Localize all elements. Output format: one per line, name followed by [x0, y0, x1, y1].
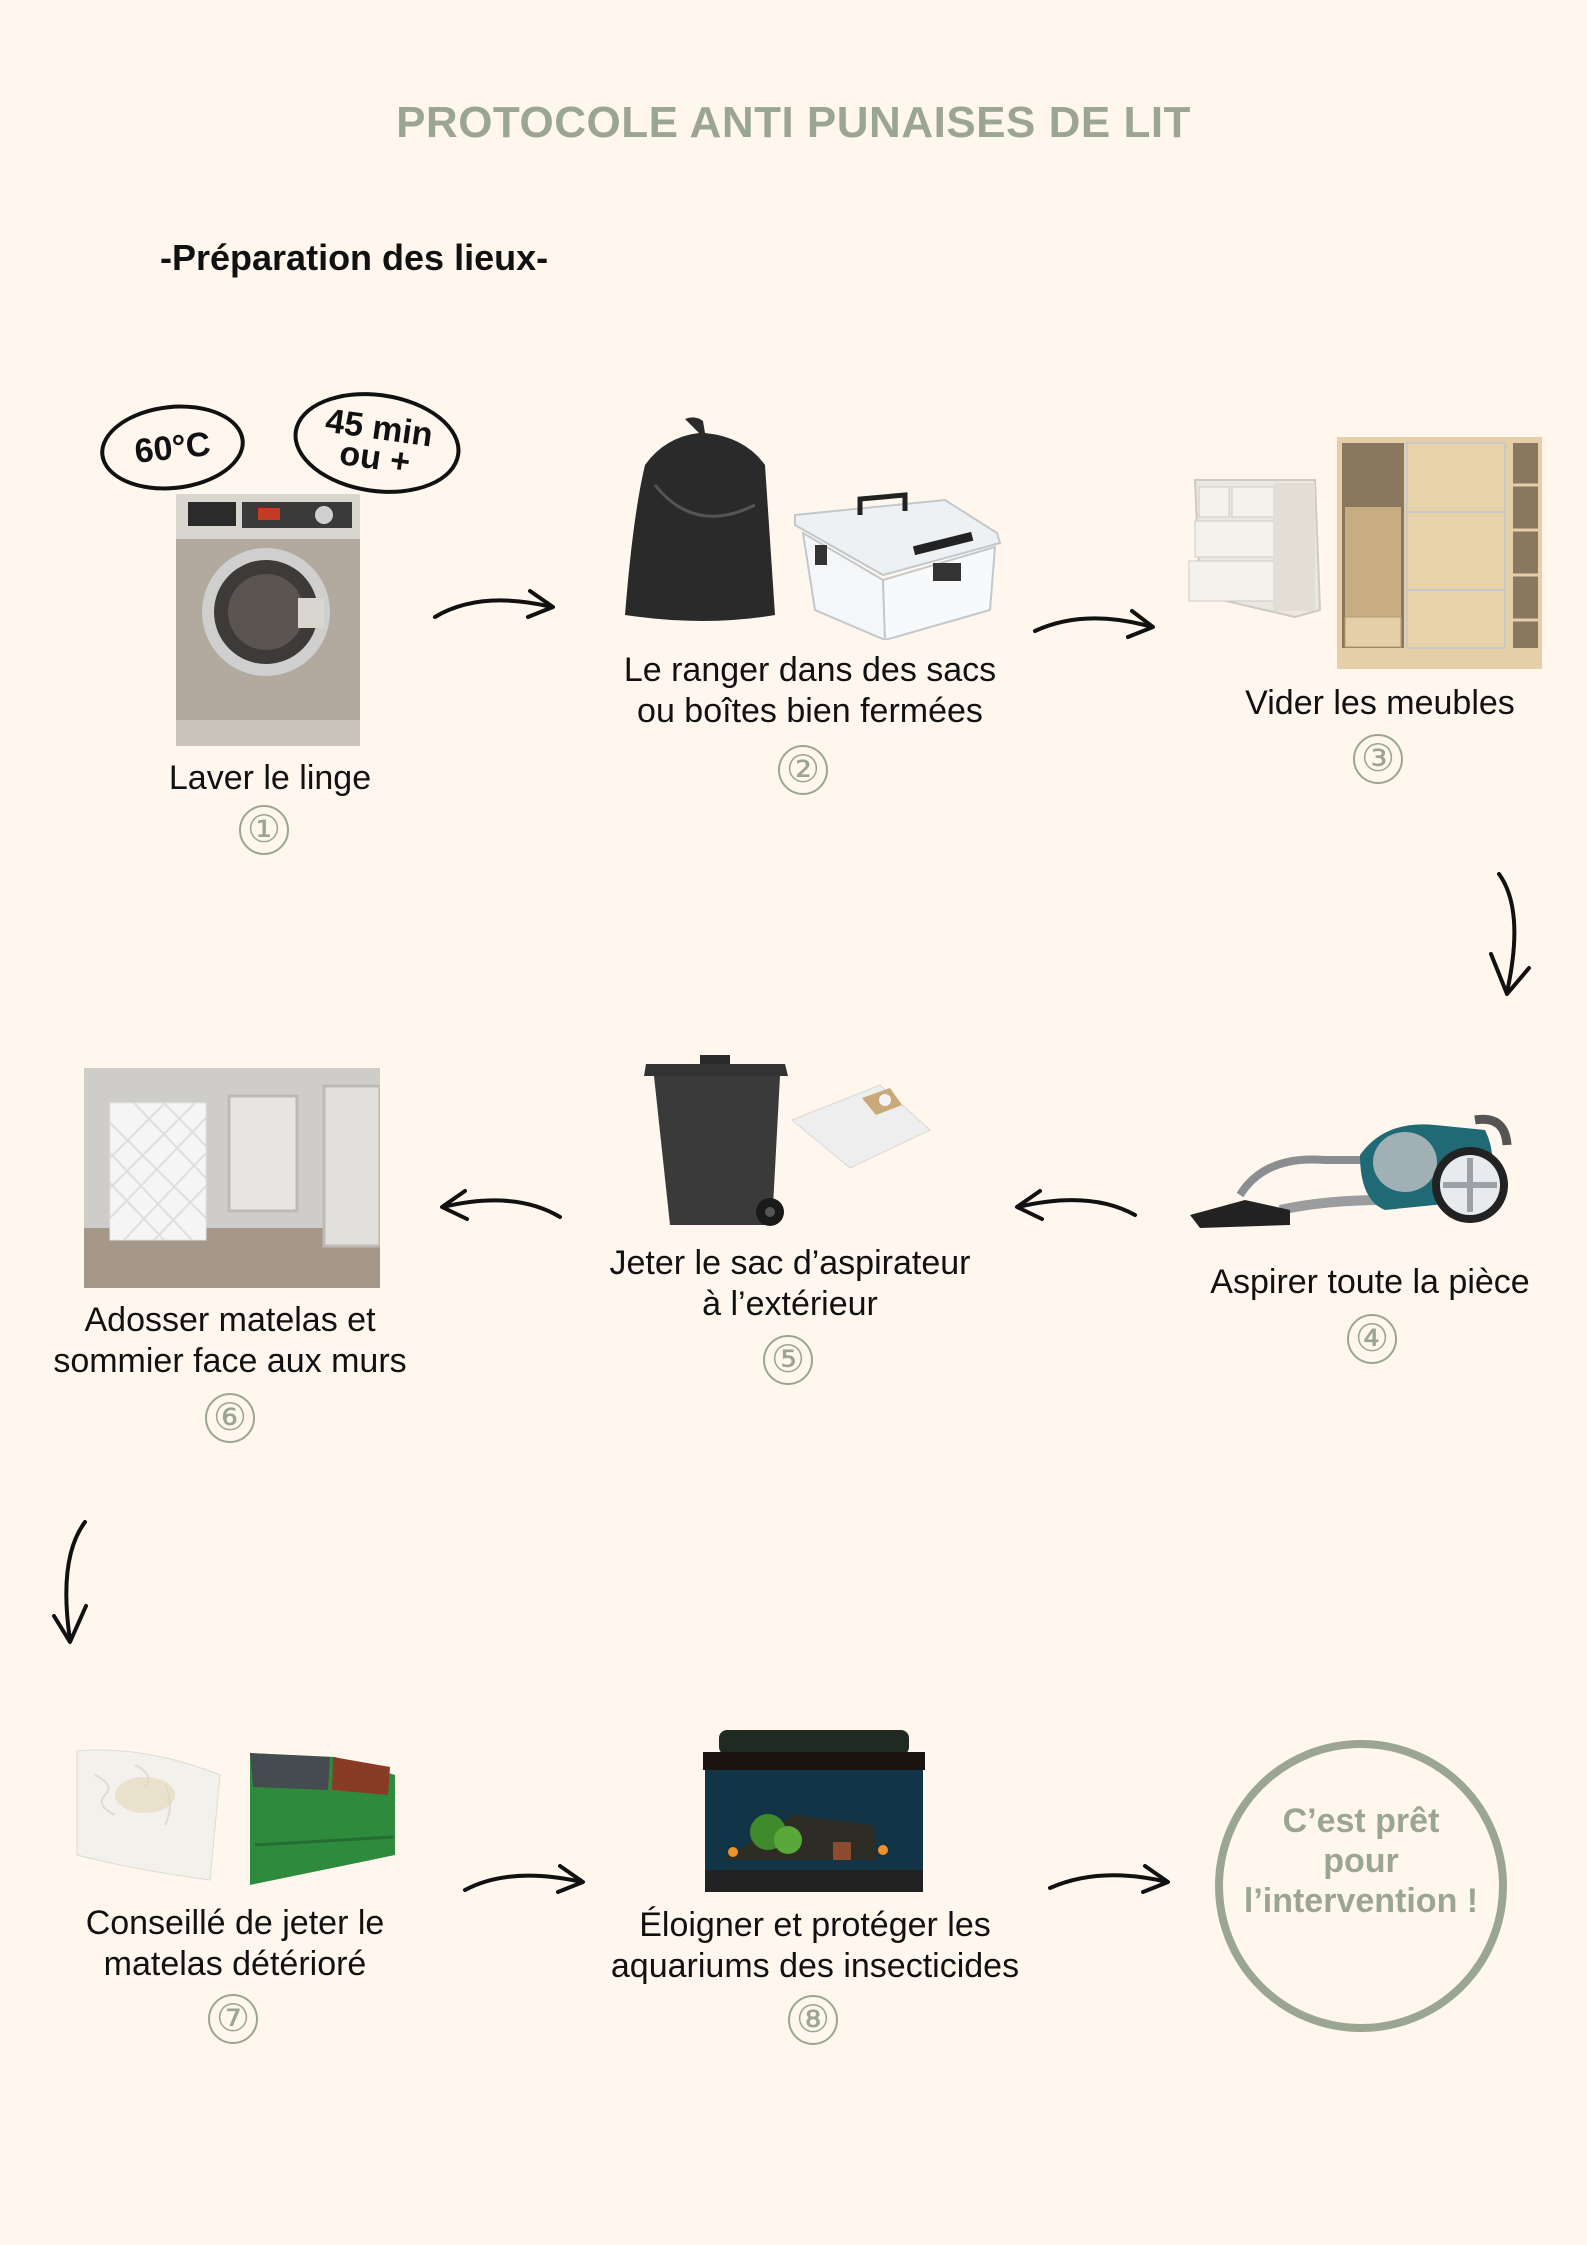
washing-machine-image [176, 494, 360, 746]
final-line-1: C’est prêt pour [1282, 1802, 1440, 1880]
step-caption-line: Laver le linge [168, 759, 372, 797]
arrow-right-icon [463, 1864, 585, 1894]
step-caption-line: Jeter le sac d’aspirateur [609, 1244, 971, 1282]
step-6-caption: Adosser matelas et sommier face aux murs [40, 1300, 420, 1382]
vacuum-cleaner-image [1190, 1114, 1512, 1228]
mattress-and-dumpster-image [76, 1749, 395, 1885]
step-caption-line: aquariums des insecticides [610, 1947, 1020, 1985]
duration-badge: 45 min ou + [286, 381, 468, 505]
step-caption-line: sommier face aux murs [53, 1342, 407, 1380]
step-1-number: ① [239, 805, 289, 855]
step-caption-line: Aspirer toute la pièce [1210, 1263, 1530, 1301]
arrow-right-icon [1048, 1864, 1170, 1894]
arrow-down-icon [1489, 872, 1531, 996]
step-2-number: ② [778, 745, 828, 795]
step-caption-line: Éloigner et protéger les [639, 1906, 991, 1944]
temperature-label: 60°C [132, 424, 213, 471]
step-4-caption: Aspirer toute la pièce [1180, 1262, 1560, 1303]
step-caption-line: matelas détérioré [103, 1945, 367, 1983]
step-3-caption: Vider les meubles [1180, 683, 1580, 724]
step-8-number: ⑧ [788, 1995, 838, 2045]
page-title: PROTOCOLE ANTI PUNAISES DE LIT [396, 98, 1191, 147]
step-5-number: ⑤ [763, 1335, 813, 1385]
arrow-left-icon [1015, 1189, 1137, 1221]
step-caption-line: Adosser matelas et [84, 1301, 376, 1339]
step-caption-line: ou boîtes bien fermées [637, 692, 983, 730]
step-3-number: ③ [1353, 734, 1403, 784]
section-heading: -Préparation des lieux- [160, 237, 549, 278]
step-caption-line: à l’extérieur [702, 1285, 878, 1323]
step-7-caption: Conseillé de jeter le matelas détérioré [55, 1903, 415, 1985]
arrow-right-icon [433, 589, 555, 619]
step-caption-line: Le ranger dans des sacs [623, 651, 997, 689]
step-1-caption: Laver le linge [100, 758, 440, 799]
final-line-2: l’intervention ! [1243, 1882, 1479, 1920]
step-5-caption: Jeter le sac d’aspirateur à l’extérieur [580, 1243, 1000, 1325]
temperature-badge: 60°C [95, 397, 250, 498]
step-caption-line: Vider les meubles [1245, 684, 1515, 722]
ready-for-intervention-badge: C’est prêt pour l’intervention ! [1215, 1740, 1507, 2032]
step-8-caption: Éloigner et protéger les aquariums des i… [590, 1905, 1040, 1987]
trash-bag-and-storage-box-image [625, 417, 1002, 640]
step-7-number: ⑦ [208, 1994, 258, 2044]
aquarium-image [703, 1730, 925, 1892]
arrow-right-icon [1033, 609, 1155, 639]
duration-label-2: ou + [337, 434, 413, 482]
dresser-and-wardrobe-image [1188, 437, 1542, 669]
arrow-left-icon [440, 1189, 562, 1221]
wheelie-bin-and-vacuum-bag-image [644, 1055, 931, 1226]
step-caption-line: Conseillé de jeter le [85, 1904, 385, 1942]
step-2-caption: Le ranger dans des sacs ou boîtes bien f… [580, 650, 1040, 732]
arrow-down-icon [52, 1520, 88, 1644]
mattress-against-wall-image [84, 1068, 380, 1288]
step-4-number: ④ [1347, 1314, 1397, 1364]
step-6-number: ⑥ [205, 1393, 255, 1443]
